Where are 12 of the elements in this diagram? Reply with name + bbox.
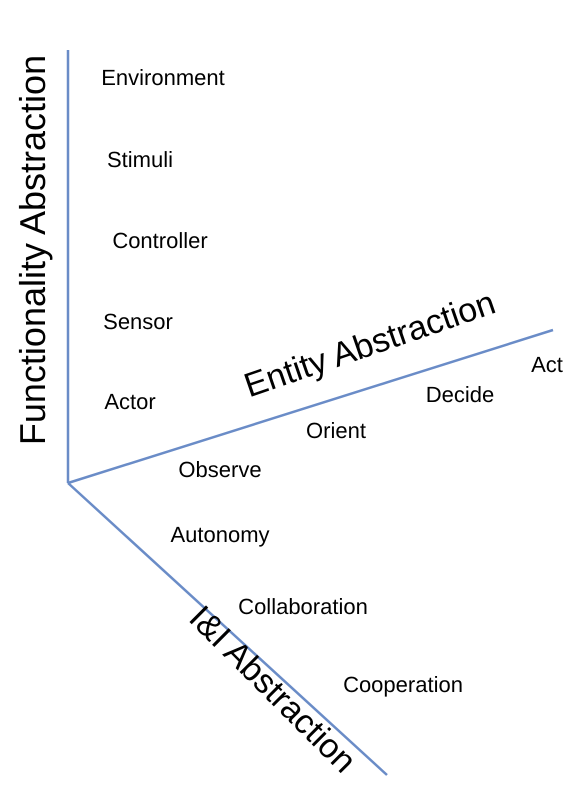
category-label: Environment <box>101 66 225 90</box>
category-label: Collaboration <box>238 594 368 620</box>
axis-title: Functionality Abstraction <box>13 54 53 446</box>
category-label: Observe <box>178 458 262 482</box>
category-label: Sensor <box>103 310 173 334</box>
category-label: Autonomy <box>170 522 270 548</box>
category-label: Stimuli <box>107 148 173 172</box>
category-label: Act <box>531 352 563 378</box>
category-label: Actor <box>104 390 156 414</box>
category-label: Decide <box>426 382 494 408</box>
category-label: Orient <box>306 418 366 444</box>
category-label: Controller <box>112 228 208 254</box>
